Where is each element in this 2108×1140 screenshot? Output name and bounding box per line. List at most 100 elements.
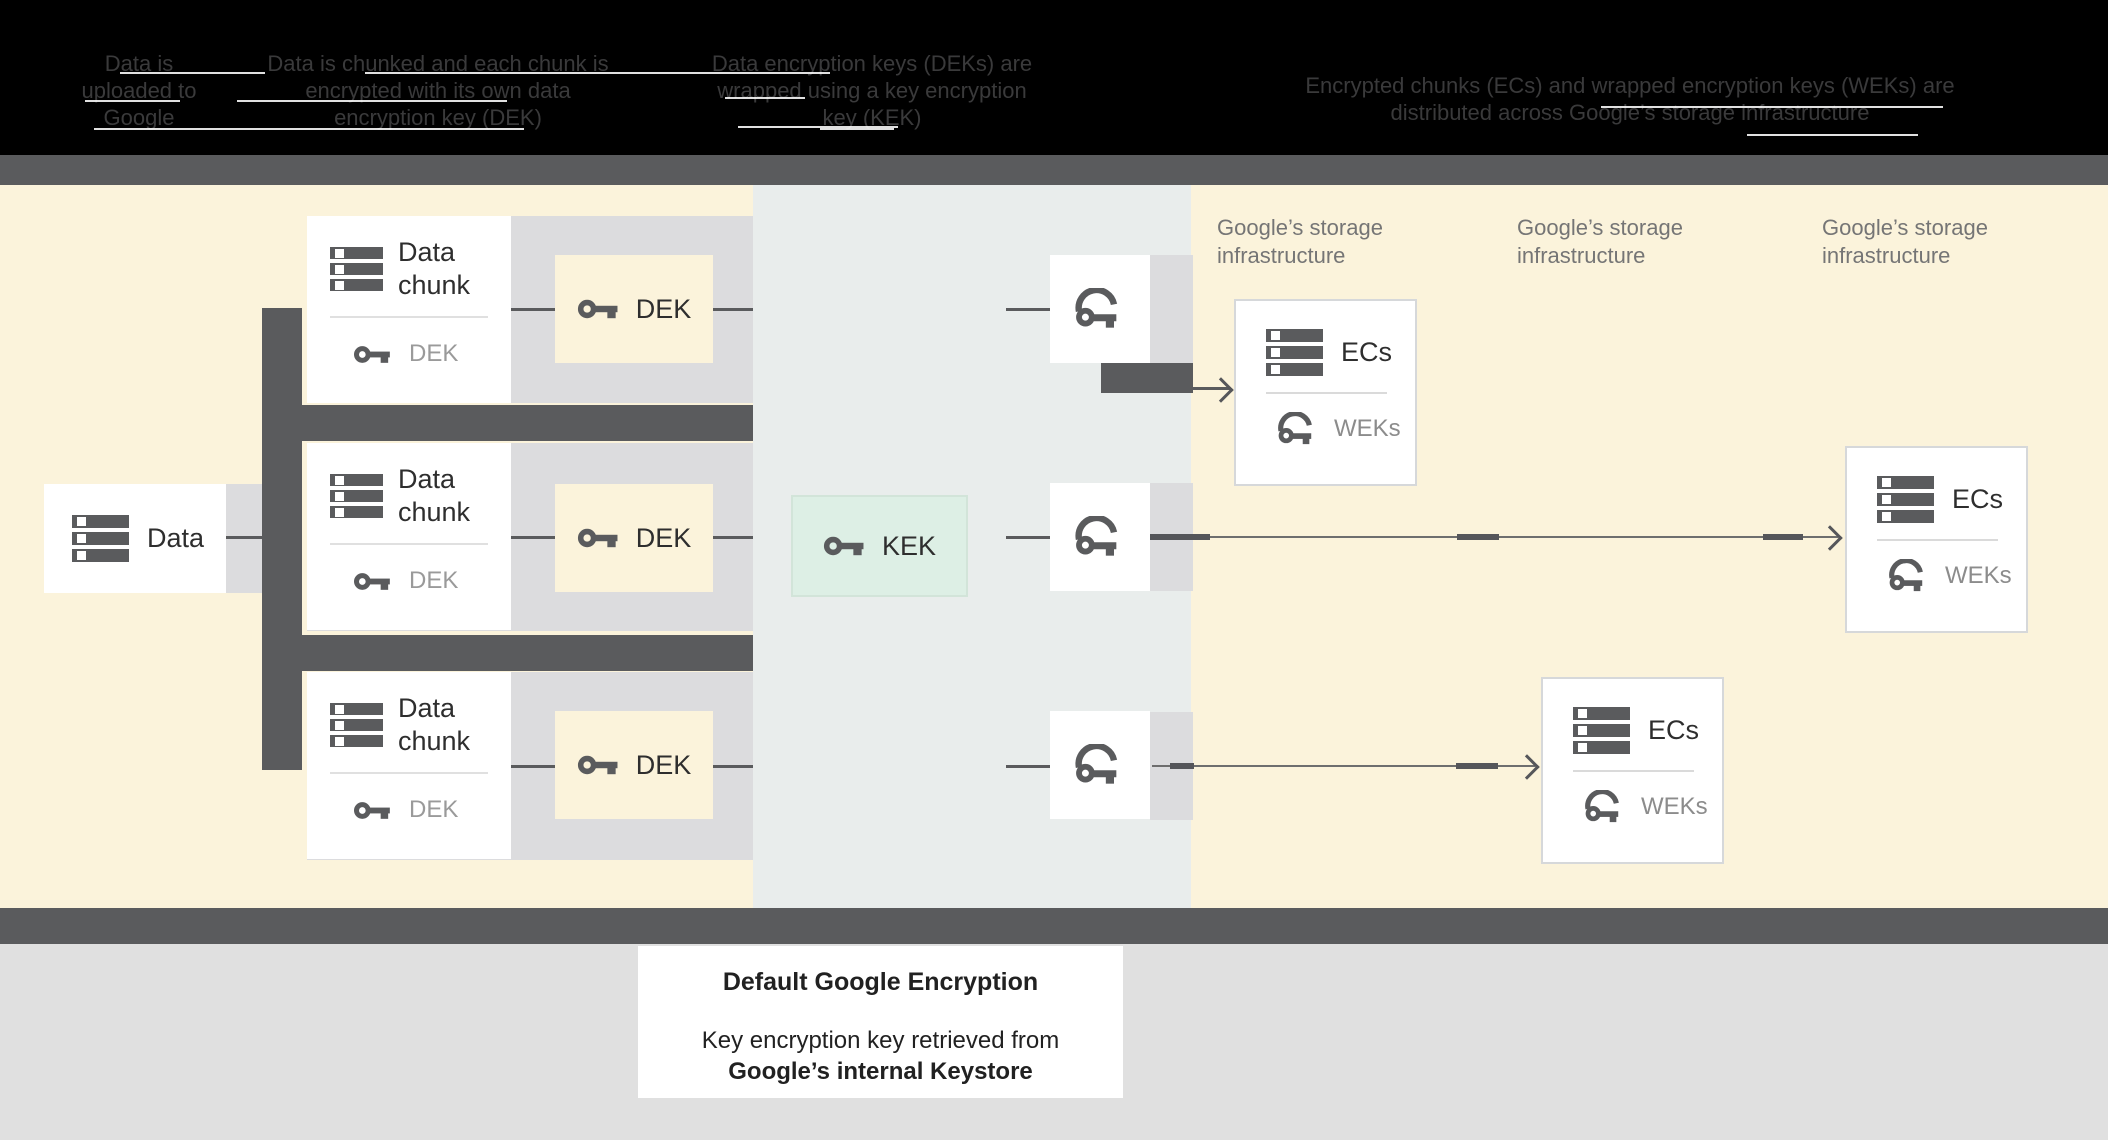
wek-flow-bar [1101,363,1193,393]
header-underline [738,126,898,128]
header-underline [120,72,265,74]
keybox1-band [1150,255,1193,363]
connector [711,765,753,768]
kek-label: KEK [881,530,937,561]
wrapped-key-icon [1585,790,1619,823]
wrapped-key-icon [1278,412,1312,445]
divider [330,772,488,774]
chunk-stack-icon [330,474,383,518]
bottom-gray-bar [0,908,2108,944]
wrapped-key-box-2 [1050,483,1150,591]
header-underline [85,100,180,102]
storage-label-2: Google’s storage infrastructure [1517,215,1683,268]
ecs-label: ECs [1952,484,2004,514]
ecs-label: ECs [1341,337,1393,367]
key-icon [354,345,390,363]
data-stack-icon [72,515,129,562]
arrow2-seg [1763,534,1803,540]
connector [1006,765,1050,768]
caption-line1: Key encryption key retrieved from [701,1027,1060,1054]
header-underline [237,100,507,102]
header-underline [94,128,524,130]
header-underline [820,128,894,130]
connector [511,308,557,311]
wrapped-key-box-3 [1050,711,1150,819]
weks-label: WEKs [1334,415,1401,442]
chunk-dek-label: DEK [409,567,459,594]
dek-box-3: DEK [555,711,713,819]
arrow3-seg [1170,763,1194,769]
header-underline [1747,134,1918,136]
dek-label: DEK [635,293,692,324]
arrow2-seg [1150,534,1210,540]
step-4-text: Encrypted chunks (ECs) and wrapped encry… [1305,73,1955,125]
fanout-vertical-bar [262,308,302,770]
data-chunk-box-1: Data chunk DEK [307,216,511,403]
step-2-text: Data is chunked and each chunk is encryp… [267,51,609,130]
key-icon [577,299,618,319]
header-band: Data is uploaded to Google Data is chunk… [0,0,2108,155]
top-gray-bar [0,155,2108,185]
storage-label-1: Google’s storage infrastructure [1217,215,1383,268]
dek-label: DEK [635,522,692,553]
step-3-text: Data encryption keys (DEKs) are wrapped … [711,51,1033,130]
ecs-stack-icon [1266,329,1323,376]
key-icon [354,572,390,590]
data-chunk-box-2: Data chunk DEK [307,443,511,630]
step-1-text: Data is uploaded to Google [81,51,197,130]
chunk-stack-icon [330,247,383,291]
wrapped-key-icon [1075,288,1118,328]
connector [1006,308,1050,311]
dark-bar-row1-2 [262,405,753,441]
wrapped-key-icon [1075,744,1118,784]
divider [1573,770,1694,772]
dek-label: DEK [635,749,692,780]
kek-box: KEK [791,495,968,597]
ecs-stack-icon [1573,707,1630,754]
wrapped-key-box-1 [1050,255,1150,363]
storage-label-3: Google’s storage infrastructure [1822,215,1988,268]
wrapped-key-icon [1889,559,1923,592]
dek-box-2: DEK [555,484,713,592]
arrow3-seg [1456,763,1498,769]
data-chunk-box-3: Data chunk DEK [307,672,511,859]
caption-title: Default Google Encryption [722,968,1039,996]
key-icon [823,536,864,556]
chunk-dek-label: DEK [409,796,459,823]
ecs-label: ECs [1648,715,1700,745]
connector [511,536,557,539]
ecs-stack-icon [1877,476,1934,523]
chunk-title: Data chunk [398,237,471,300]
header-underline [725,97,805,99]
ecs-box-3: ECs WEKs [1541,677,1724,864]
chunk-stack-icon [330,703,383,747]
header-underline [1601,106,1943,108]
data-label: Data [147,523,205,553]
key-icon [577,528,618,548]
divider [330,543,488,545]
wrapped-key-icon [1075,516,1118,556]
header-underline [365,72,830,74]
dek-box-1: DEK [555,255,713,363]
caption-box: Default Google Encryption Key encryption… [638,946,1123,1098]
divider [1877,539,1998,541]
connector [711,536,753,539]
dark-bar-row2-3 [262,635,753,671]
key-icon [354,801,390,819]
chunk-title: Data chunk [398,464,471,527]
divider [330,316,488,318]
arrow2-seg [1457,534,1499,540]
weks-label: WEKs [1945,562,2012,589]
chunk-title: Data chunk [398,693,471,756]
arrow1-line [1193,387,1231,390]
arrow3-line [1152,765,1535,767]
connector [1006,536,1050,539]
divider [1266,392,1387,394]
ecs-box-2: ECs WEKs [1845,446,2028,633]
data-box: Data [44,484,226,593]
connector [226,536,262,539]
connector [511,765,557,768]
connector [711,308,753,311]
ecs-box-1: ECs WEKs [1234,299,1417,486]
